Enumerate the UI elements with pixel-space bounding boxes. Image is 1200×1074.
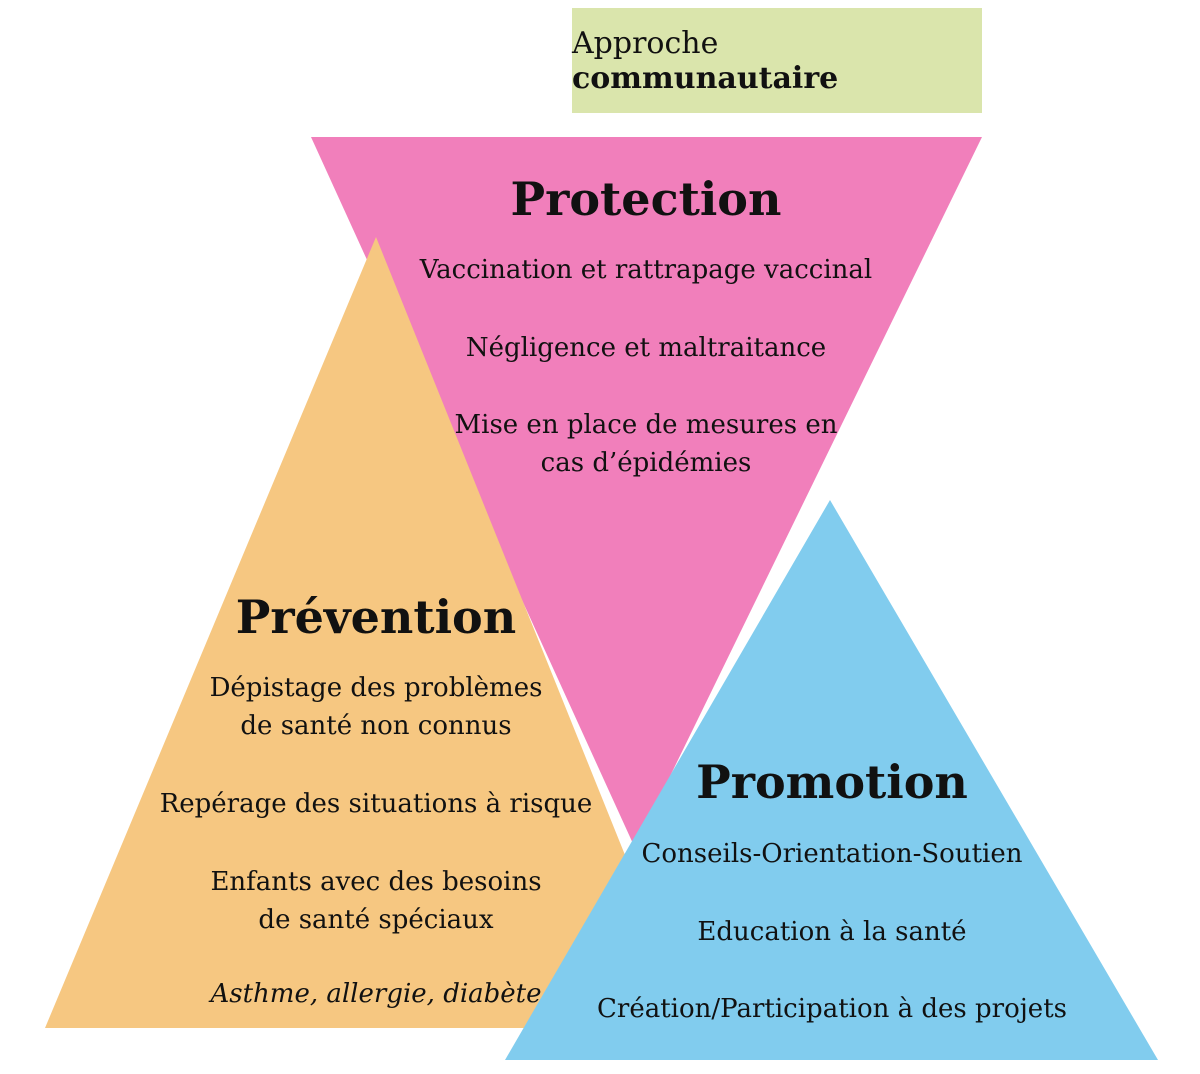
approach-box: Approche communautaire bbox=[572, 8, 982, 113]
approach-emphasis: communautaire bbox=[572, 60, 839, 96]
prevention-item-risk: Repérage des situations à risque bbox=[159, 789, 593, 819]
promotion-triangle bbox=[505, 500, 1158, 1060]
prevention-example: Asthme, allergie, diabète bbox=[210, 979, 542, 1009]
promotion-item-counseling: Conseils-Orientation-Soutien bbox=[641, 839, 1023, 869]
promotion-item-projects: Création/Participation à des projets bbox=[597, 994, 1067, 1024]
approach-label: Approche communautaire bbox=[572, 26, 982, 96]
prevention-item-screening-line2: de santé non connus bbox=[240, 711, 512, 741]
prevention-item-special-needs-line1: Enfants avec des besoins bbox=[210, 867, 542, 897]
protection-item-epidemics-line2: cas d’épidémies bbox=[540, 448, 752, 478]
approach-prefix: Approche bbox=[572, 25, 719, 61]
promotion-item-health-education: Education à la santé bbox=[697, 917, 967, 947]
protection-title: Protection bbox=[510, 172, 782, 226]
protection-item-vaccination: Vaccination et rattrapage vaccinal bbox=[419, 255, 873, 285]
prevention-item-screening-line1: Dépistage des problèmes bbox=[209, 673, 543, 703]
promotion-title: Promotion bbox=[696, 755, 968, 809]
prevention-item-special-needs-line2: de santé spéciaux bbox=[258, 905, 494, 935]
prevention-title: Prévention bbox=[235, 590, 517, 644]
prevention-triangle bbox=[45, 237, 625, 1028]
protection-item-negligence: Négligence et maltraitance bbox=[465, 333, 827, 363]
protection-item-epidemics-line1: Mise en place de mesures en bbox=[454, 410, 838, 440]
protection-triangle bbox=[311, 137, 982, 848]
